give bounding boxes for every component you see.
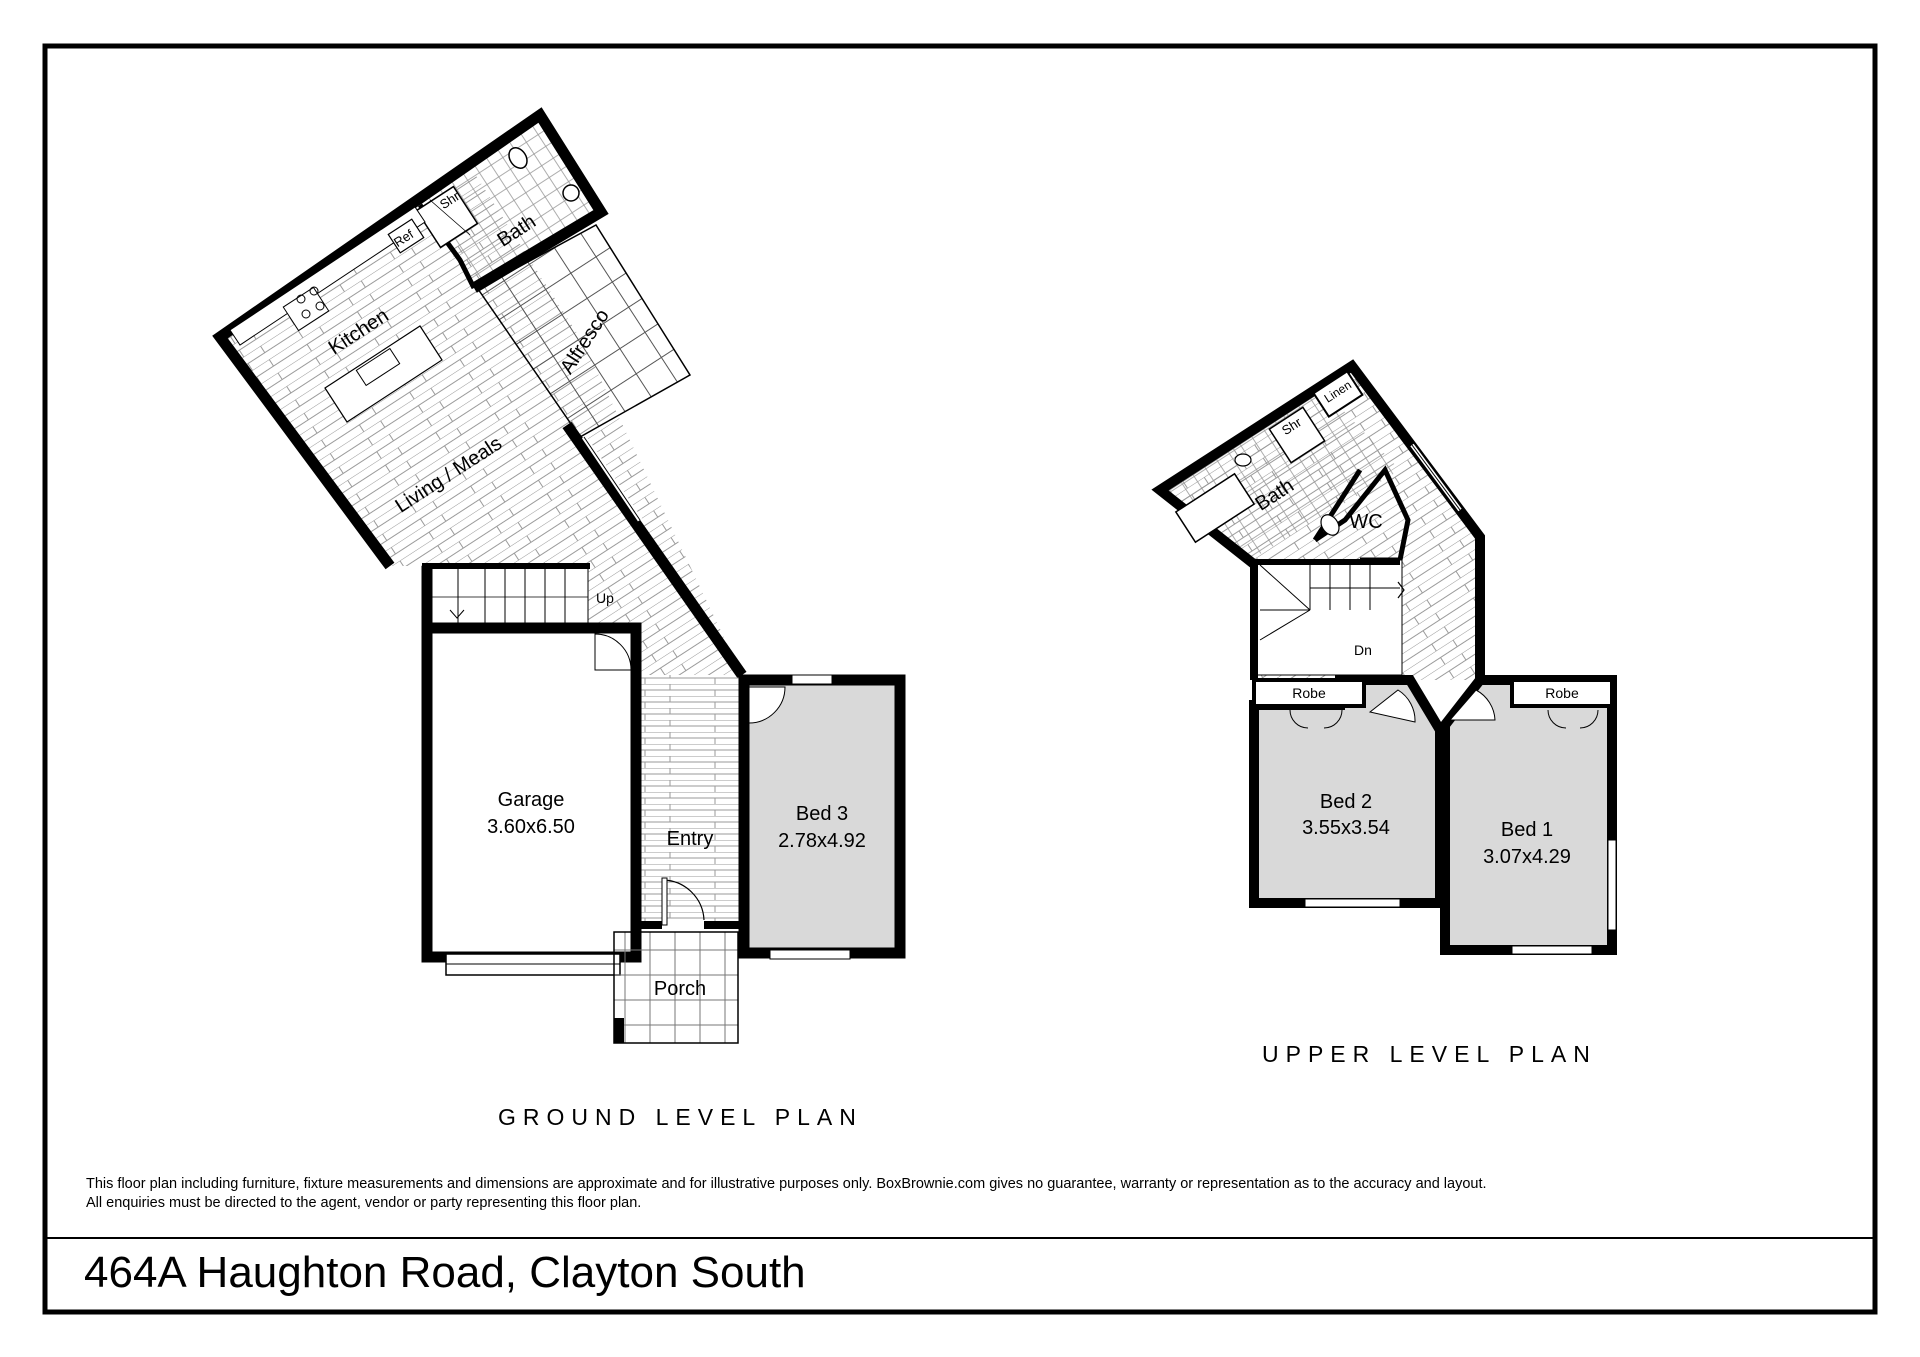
property-address: 464A Haughton Road, Clayton South [84, 1248, 806, 1297]
bed2-door [1368, 689, 1416, 723]
toilet-icon [508, 147, 528, 169]
label-bed1-dims: 3.07x4.29 [1483, 846, 1571, 868]
robe1 [1510, 678, 1614, 708]
garage-hall-door [594, 633, 632, 671]
disclaimer-line-1: This floor plan including furniture, fix… [86, 1176, 1487, 1192]
living-floor [220, 174, 742, 675]
label-bed1: Bed 1 [1501, 819, 1553, 841]
bed1-window-bottom [1511, 945, 1593, 955]
ground-stairs [427, 567, 589, 626]
upper-stairs [1253, 559, 1403, 676]
upper-stair-treads [1259, 564, 1400, 641]
bed1-door [1448, 689, 1496, 721]
front-door-gap [662, 920, 704, 931]
label-up: Up [596, 590, 614, 606]
label-porch: Porch [654, 978, 706, 1000]
label-bed3: Bed 3 [796, 803, 848, 825]
stair-arrow [1397, 581, 1405, 599]
label-garage-dims: 3.60x6.50 [487, 816, 575, 838]
disclaimer: This floor plan including furniture, fix… [86, 1175, 1646, 1213]
fridge-box [387, 218, 425, 254]
upper-window-frame [1411, 444, 1461, 511]
linen-cupboard [1312, 369, 1364, 419]
upper-toilet-icon [1320, 514, 1340, 536]
label-bed2: Bed 2 [1320, 791, 1372, 813]
living-window-frame [583, 436, 641, 521]
disclaimer-line-2: All enquiries must be directed to the ag… [86, 1195, 642, 1211]
label-wc: WC [1349, 511, 1382, 533]
robe1-doors [1547, 709, 1599, 729]
upper-basin-icon [1234, 453, 1252, 467]
front-door-leaf [661, 877, 668, 926]
upper-level-plan: Bed 2 3.55x3.54 Bed 1 3.07x4.29 Robe Rob… [1151, 359, 1617, 955]
label-dn: Dn [1354, 642, 1372, 658]
label-robe1: Robe [1545, 685, 1579, 701]
bed3-door [748, 686, 786, 724]
upper-shower-base [1268, 406, 1326, 464]
bathtub [1174, 472, 1256, 544]
outer-border [42, 43, 1878, 1315]
label-entry: Entry [667, 828, 714, 850]
bed3-window-bottom [769, 949, 851, 960]
porch-floor [613, 931, 739, 1044]
bed1-window-side [1607, 839, 1617, 931]
shower-x1 [429, 199, 471, 236]
kitchen-bench [229, 206, 426, 346]
entry-floor [638, 675, 744, 921]
porch-post [614, 1018, 624, 1043]
ground-level-title: GROUND LEVEL PLAN [498, 1104, 863, 1130]
living-wall-east [562, 421, 747, 679]
label-bed2-dims: 3.55x3.54 [1302, 817, 1390, 839]
robe2 [1252, 678, 1366, 708]
ground-level-plan: Garage 3.60x6.50 Entry Porch Bed 3 2.78x… [212, 107, 906, 1044]
living-wing-wall [212, 107, 609, 570]
upper-level-title: UPPER LEVEL PLAN [1262, 1041, 1597, 1067]
bath-floor [420, 120, 598, 288]
label-garage: Garage [498, 789, 565, 811]
bed3-window-top [791, 674, 833, 685]
sink-icon [355, 347, 401, 387]
cooktop-icon [282, 286, 330, 332]
bed1-room [1440, 675, 1617, 955]
alfresco-floor [476, 224, 692, 438]
label-bed3-dims: 2.78x4.92 [778, 830, 866, 852]
basin-icon [562, 184, 580, 202]
label-robe2: Robe [1292, 685, 1326, 701]
bed2-window [1304, 898, 1401, 908]
robe2-doors [1289, 709, 1343, 729]
